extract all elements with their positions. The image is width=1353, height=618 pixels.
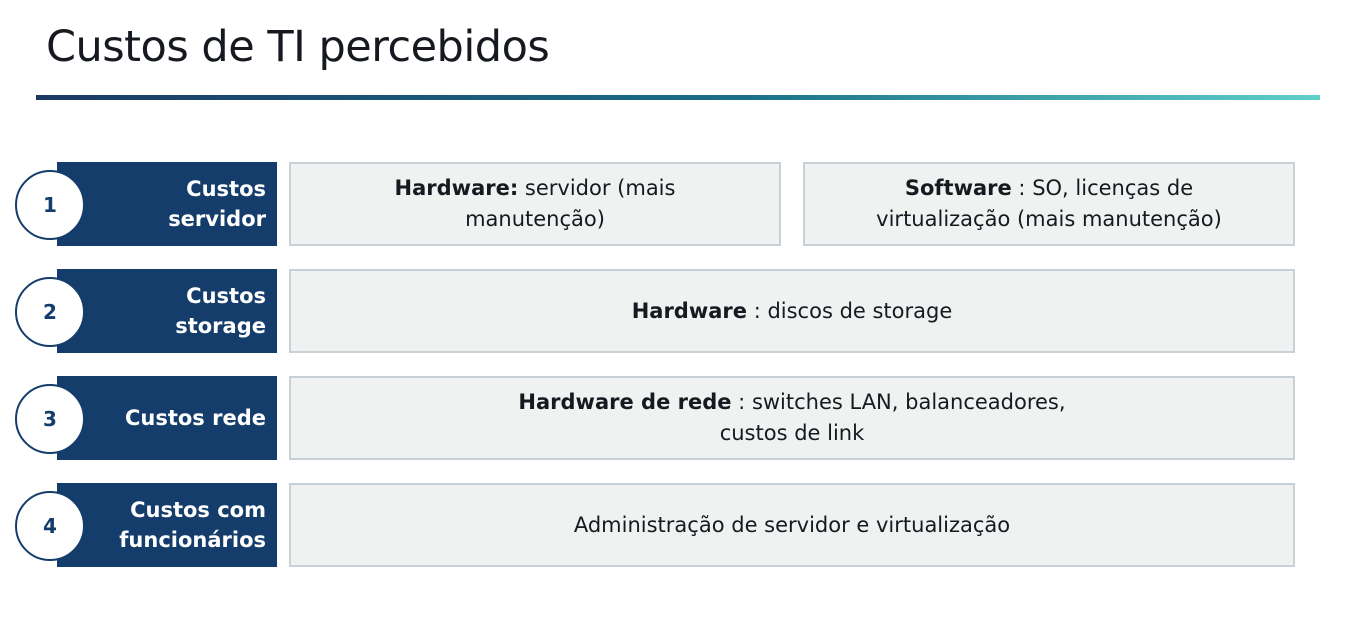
cell-heading: Hardware: <box>394 176 519 200</box>
row-number-badge: 3 <box>15 384 85 454</box>
cell-heading: Software <box>904 176 1012 200</box>
cost-row-servidor: Custos servidor 1 Hardware: servidor (ma… <box>0 162 1353 246</box>
row-label-block: Custos rede <box>57 376 277 460</box>
row-label: Custos servidor <box>168 177 266 231</box>
network-cost-cell: Hardware de rede : switches LAN, balance… <box>289 376 1295 460</box>
cell-separator: : <box>1011 176 1033 200</box>
hardware-cost-cell: Hardware: servidor (mais manutenção) <box>289 162 781 246</box>
cell-text: Administração de servidor e virtualizaçã… <box>573 512 1011 537</box>
row-number-badge: 2 <box>15 277 85 347</box>
cost-row-rede: Custos rede 3 Hardware de rede : switche… <box>0 376 1353 460</box>
row-label: Custos rede <box>124 406 266 430</box>
cell-heading: Hardware <box>631 298 748 323</box>
storage-cost-cell: Hardware : discos de storage <box>289 269 1295 353</box>
cell-text: SO, licenças de <box>1032 176 1194 200</box>
row-label-block: Custos servidor <box>57 162 277 246</box>
cell-separator <box>518 176 525 200</box>
row-label-block: Custos storage <box>57 269 277 353</box>
row-label-block: Custos com funcionários <box>57 483 277 567</box>
row-label: Custos com funcionários <box>119 498 266 552</box>
cell-heading: Hardware de rede <box>518 390 732 414</box>
software-cost-cell: Software : SO, licenças de virtualização… <box>803 162 1295 246</box>
cell-text: switches LAN, balanceadores, <box>751 390 1066 414</box>
cell-separator: : <box>747 298 768 323</box>
cell-text-line2: manutenção) <box>465 207 605 231</box>
row-number-badge: 1 <box>15 170 85 240</box>
cell-text-line2: virtualização (mais manutenção) <box>876 207 1222 231</box>
cell-text: servidor (mais <box>524 176 676 200</box>
row-number-badge: 4 <box>15 491 85 561</box>
cell-text: discos de storage <box>767 298 953 323</box>
slide-title: Custos de TI percebidos <box>46 22 550 72</box>
row-label: Custos storage <box>175 284 266 338</box>
cell-separator: : <box>731 390 752 414</box>
cell-text-line2: custos de link <box>719 421 865 445</box>
cost-row-storage: Custos storage 2 Hardware : discos de st… <box>0 269 1353 353</box>
title-divider <box>36 95 1320 100</box>
cost-row-funcionarios: Custos com funcionários 4 Administração … <box>0 483 1353 567</box>
staff-cost-cell: Administração de servidor e virtualizaçã… <box>289 483 1295 567</box>
